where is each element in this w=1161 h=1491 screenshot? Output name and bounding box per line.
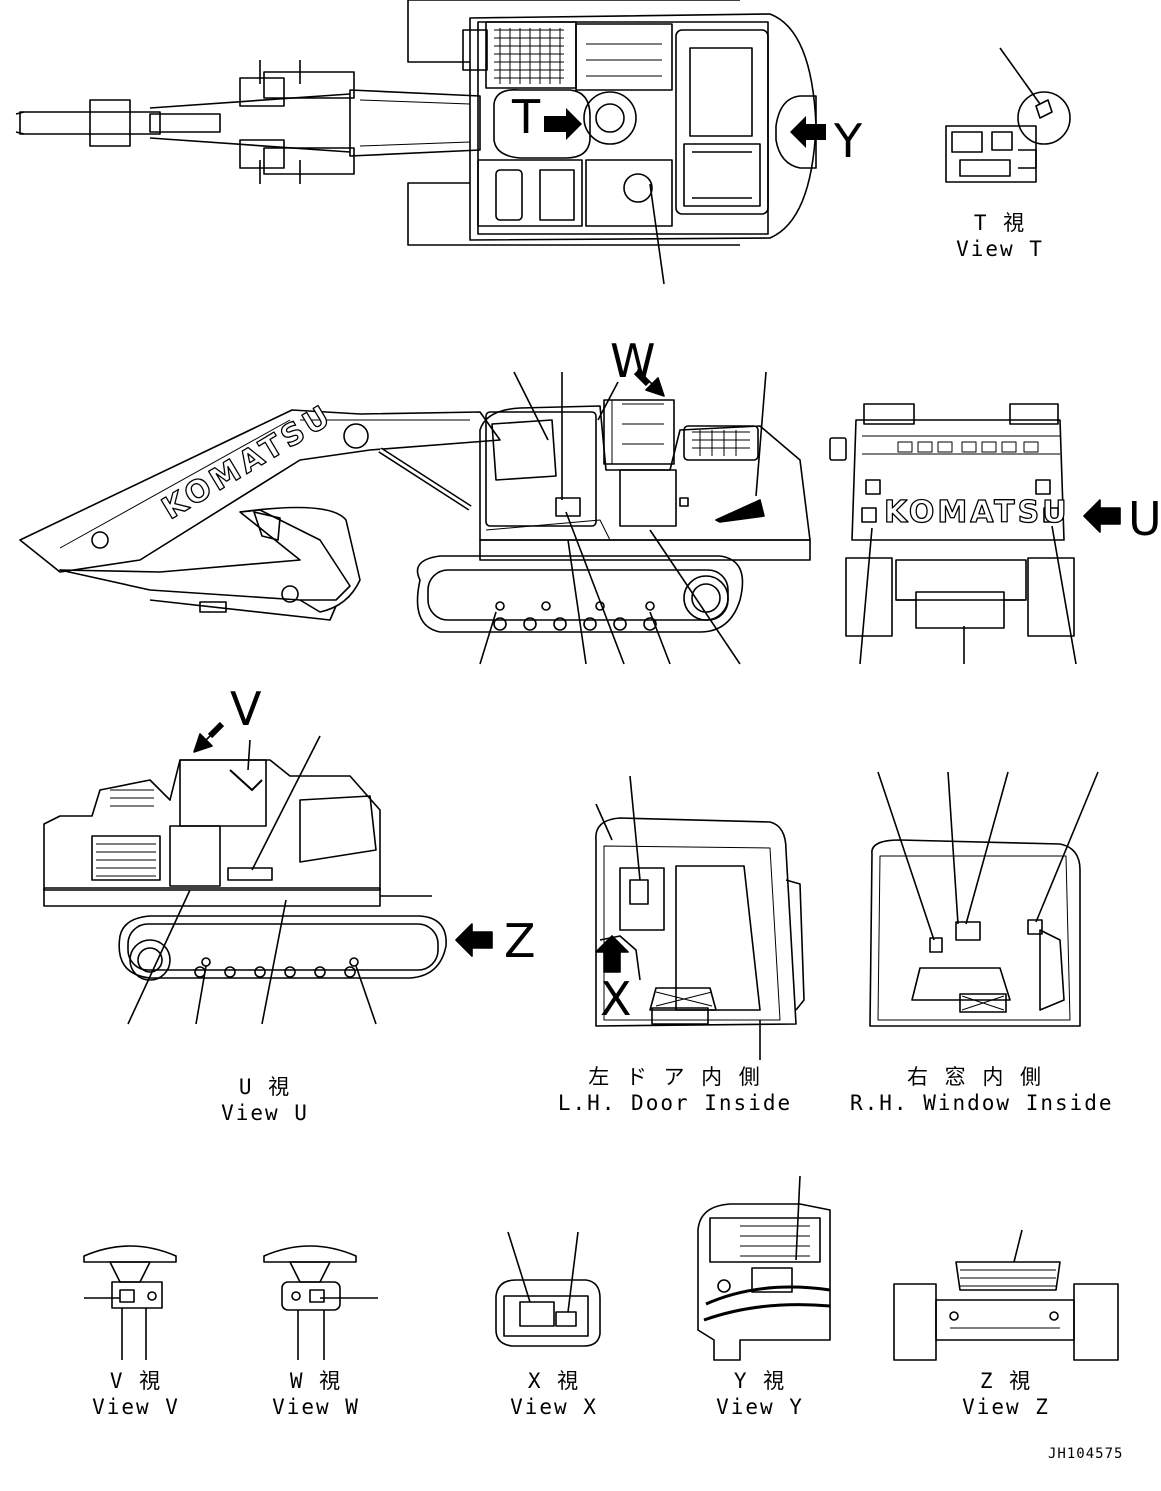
caption-en: View X bbox=[510, 1395, 598, 1419]
view-marker-u: U bbox=[1128, 492, 1161, 546]
caption-jp: U 視 bbox=[238, 1075, 292, 1099]
view-w-detail bbox=[263, 1245, 378, 1360]
caption-jp: 左 ド ア 内 側 bbox=[588, 1065, 762, 1089]
caption-en: View V bbox=[92, 1395, 180, 1419]
caption-view-x: X 視 View X bbox=[494, 1368, 614, 1420]
rear-view: KOMATSU bbox=[829, 403, 1121, 665]
caption-jp: 右 窓 内 側 bbox=[907, 1065, 1043, 1089]
caption-en: View W bbox=[272, 1395, 360, 1419]
caption-lh-door: 左 ド ア 内 側 L.H. Door Inside bbox=[550, 1064, 800, 1116]
lh-door-inside bbox=[595, 775, 805, 1060]
view-marker-z: Z bbox=[504, 914, 536, 968]
caption-jp: V 視 bbox=[109, 1369, 163, 1393]
caption-view-w: W 視 View W bbox=[256, 1368, 376, 1420]
top-view-excavator bbox=[15, 0, 826, 285]
caption-rh-window: 右 窓 内 側 R.H. Window Inside bbox=[850, 1064, 1112, 1116]
caption-view-t: T 視 View T bbox=[940, 210, 1060, 262]
caption-jp: T 視 bbox=[973, 211, 1027, 235]
caption-jp: Z 視 bbox=[979, 1369, 1033, 1393]
view-marker-y: Y bbox=[834, 114, 863, 168]
caption-view-z: Z 視 View Z bbox=[946, 1368, 1066, 1420]
view-marker-t: T bbox=[512, 90, 541, 144]
caption-en: View T bbox=[956, 237, 1044, 261]
view-marker-w: W bbox=[610, 334, 656, 388]
rh-window-inside bbox=[869, 771, 1099, 1027]
caption-en: L.H. Door Inside bbox=[557, 1091, 793, 1115]
caption-en: View Z bbox=[962, 1395, 1050, 1419]
view-marker-v: V bbox=[230, 682, 262, 736]
view-x-detail bbox=[495, 1231, 601, 1347]
view-u-side bbox=[43, 721, 493, 1025]
caption-view-y: Y 視 View Y bbox=[700, 1368, 820, 1420]
caption-view-u: U 視 View U bbox=[200, 1074, 330, 1126]
view-t-detail bbox=[945, 47, 1071, 183]
view-y-detail bbox=[697, 1175, 831, 1361]
side-view-left: KOMATSU bbox=[19, 369, 811, 665]
caption-view-v: V 視 View V bbox=[76, 1368, 196, 1420]
caption-en: R.H. Window Inside bbox=[850, 1091, 1114, 1115]
view-marker-x: X bbox=[600, 972, 632, 1026]
caption-en: View Y bbox=[716, 1395, 804, 1419]
drawing-code: JH104575 bbox=[1048, 1446, 1124, 1462]
caption-jp: W 視 bbox=[289, 1369, 343, 1393]
caption-jp: Y 視 bbox=[733, 1369, 787, 1393]
view-z-detail bbox=[893, 1229, 1119, 1361]
caption-jp: X 視 bbox=[527, 1369, 581, 1393]
view-v-detail bbox=[83, 1245, 177, 1360]
caption-en: View U bbox=[221, 1101, 309, 1125]
rear-brand-text: KOMATSU bbox=[884, 495, 1070, 530]
